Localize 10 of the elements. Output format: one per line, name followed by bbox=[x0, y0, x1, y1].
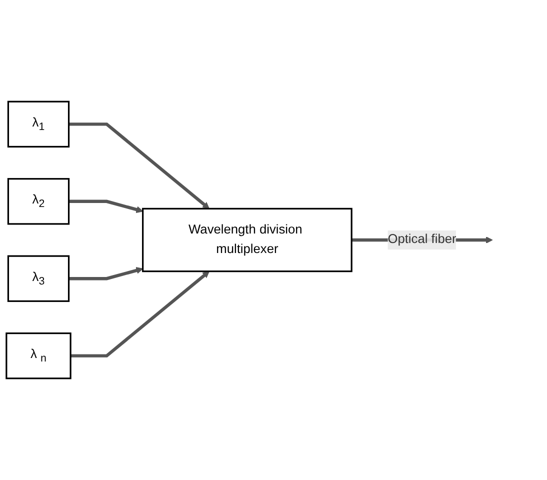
node-box: Wavelength division multiplexer bbox=[142, 208, 352, 272]
node-box: λ$_{3}$ bbox=[7, 255, 70, 302]
arrow bbox=[68, 200, 144, 214]
node-box: λ $_{n}$ bbox=[6, 332, 72, 380]
node-box: λ$_{1}$ bbox=[7, 100, 70, 148]
edge-label: Optical fiber bbox=[388, 232, 456, 246]
arrow bbox=[70, 271, 210, 358]
arrow bbox=[68, 266, 144, 280]
node-box: λ$_{2}$ bbox=[7, 178, 70, 225]
arrow bbox=[68, 122, 210, 209]
